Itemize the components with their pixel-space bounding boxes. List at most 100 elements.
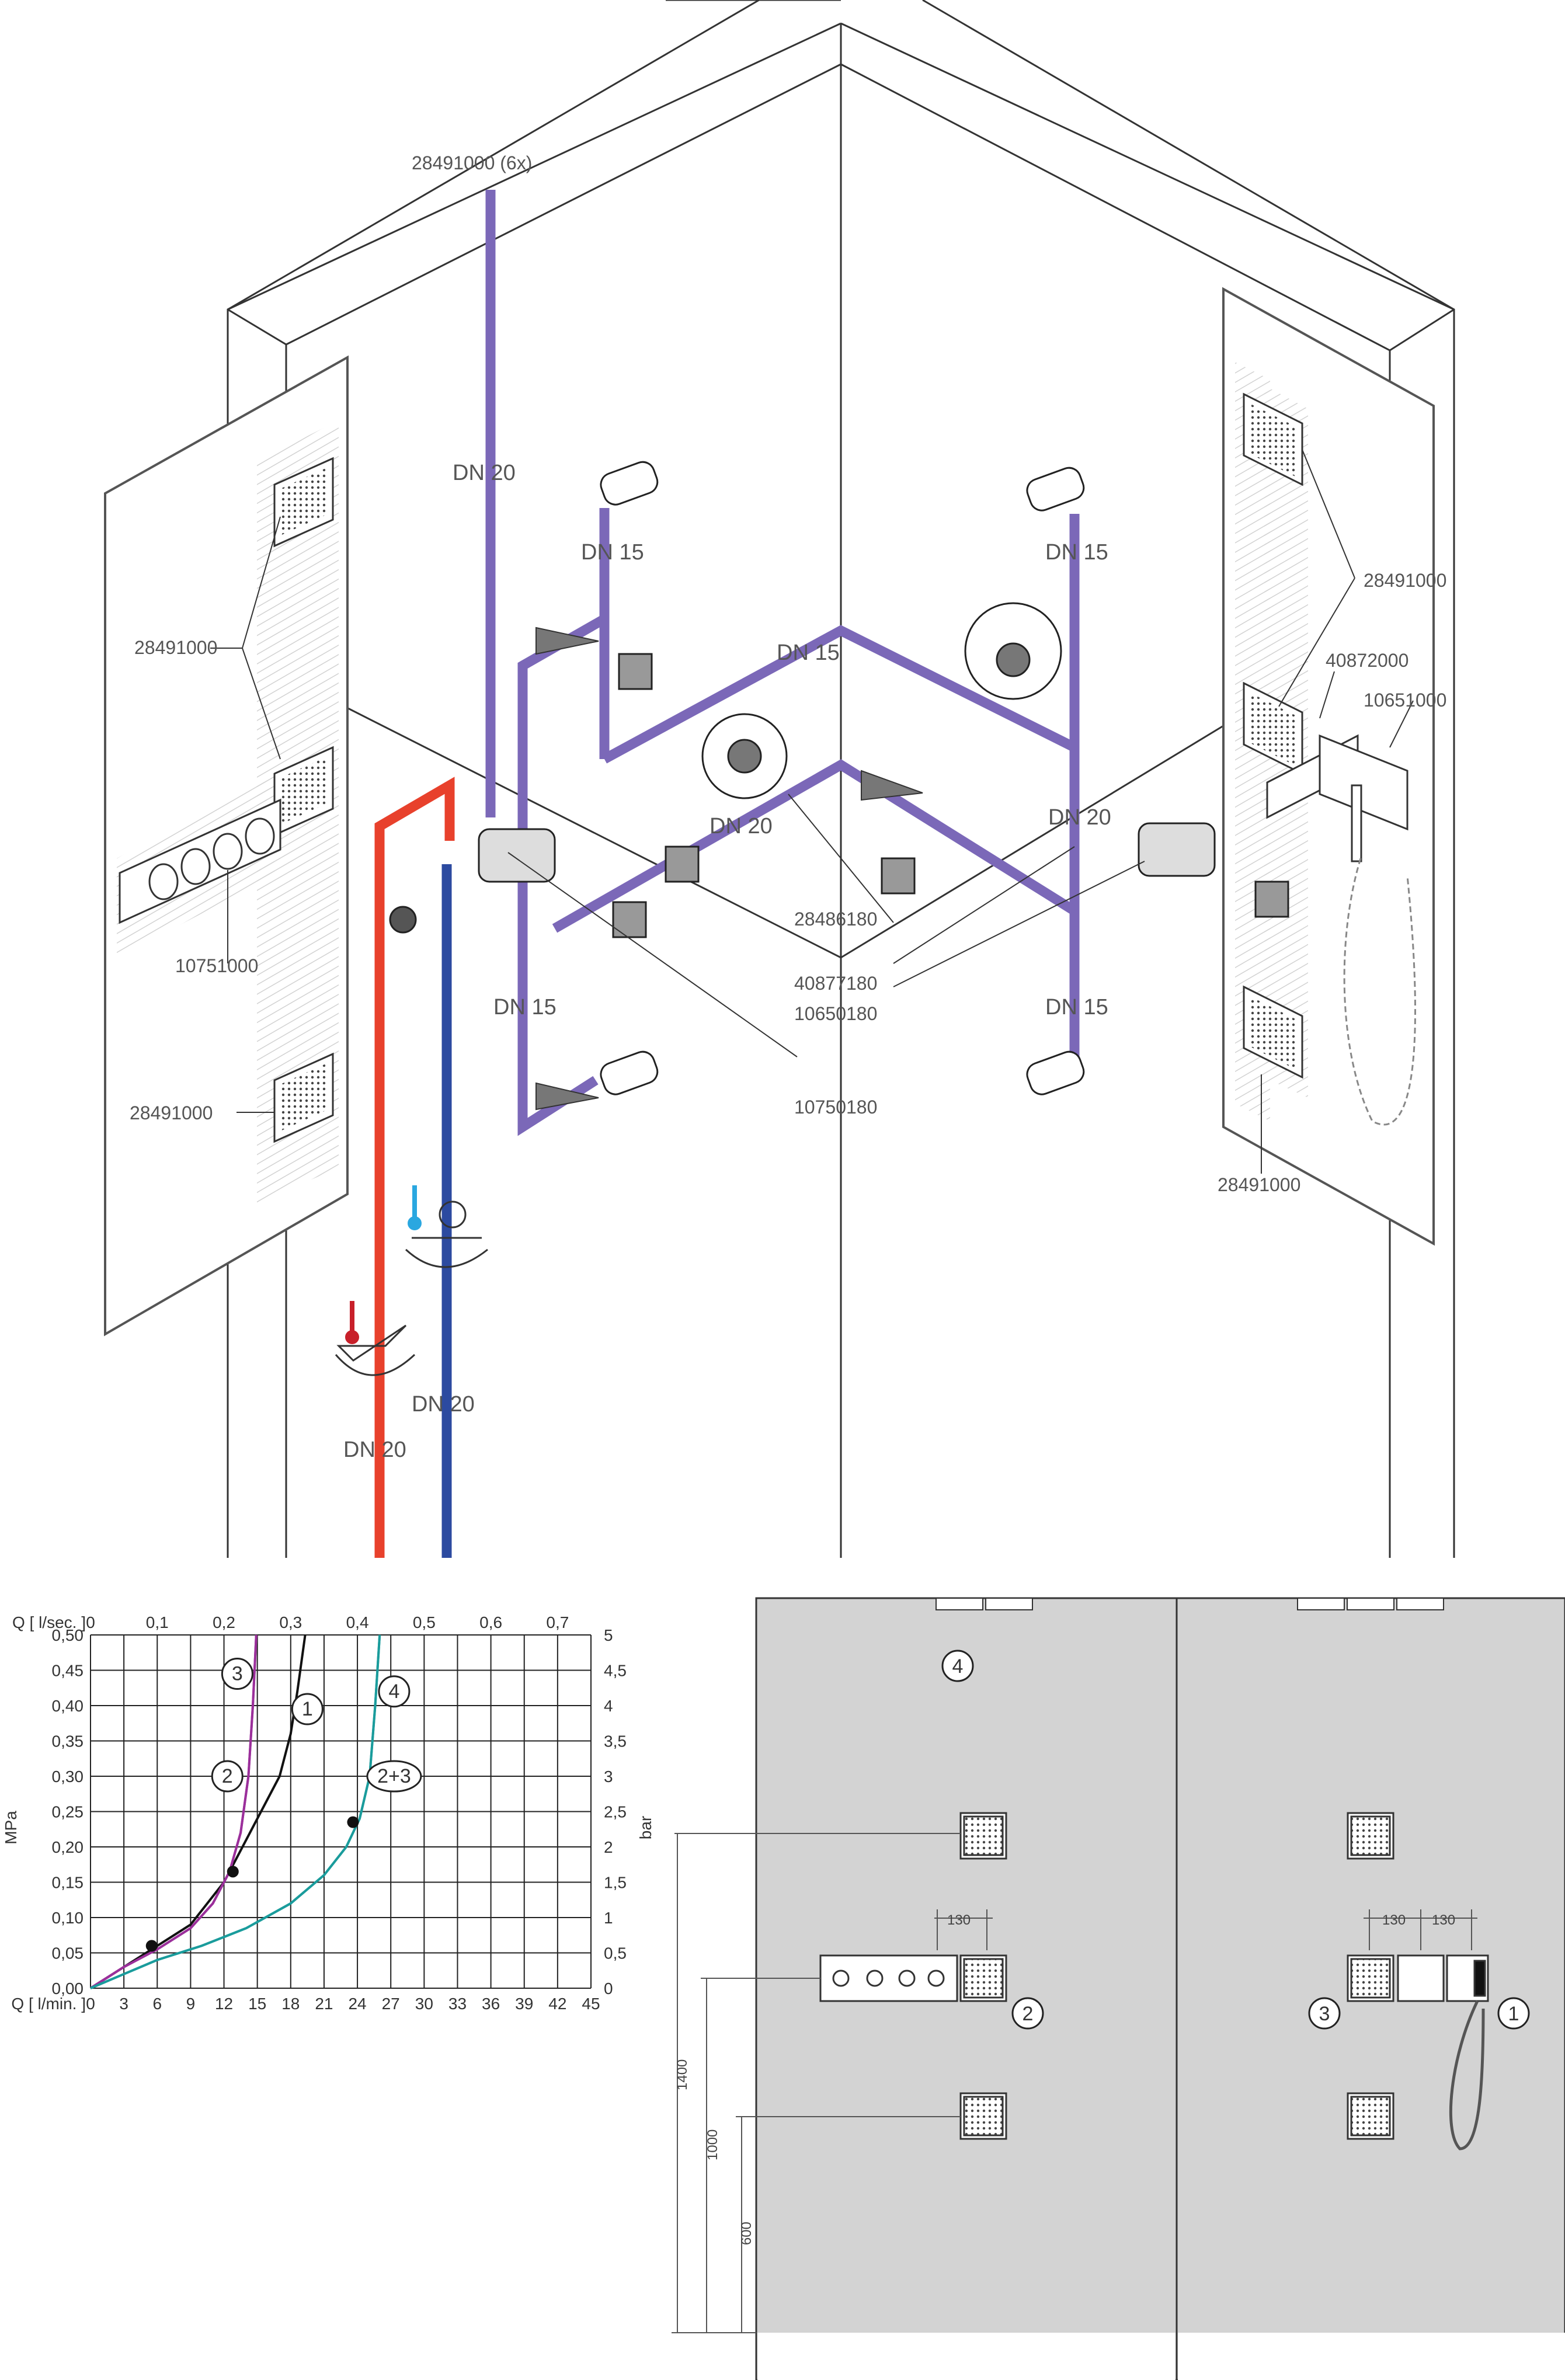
part-label-right-control: 10651000 [1364,690,1446,711]
x-bottom-tick-label: 0 [86,1995,95,2013]
dn-label-top: DN 20 [453,461,516,485]
y-right-tick-label: 1 [604,1909,613,1927]
part-label-shower-6x: 28491000 (6x) [412,152,532,173]
right-shower-top [1243,392,1303,486]
plan-callout-4: 4 [952,1655,964,1678]
y-left-tick-label: 0,15 [52,1874,84,1892]
part-label-left-bottom: 28491000 [130,1102,213,1123]
y-left-tick-label: 0,45 [52,1662,84,1680]
dim-130-b: 130 [1432,1912,1455,1928]
x-bottom-tick-label: 33 [448,1995,467,2013]
x-bottom-tick-label: 21 [315,1995,333,2013]
dn-label-hot: DN 20 [343,1438,406,1462]
curve-label-oval [378,1675,411,1708]
y-right-tick-label: 3,5 [604,1732,627,1751]
arrow-markers [535,627,923,1111]
curve-label: 3 [232,1663,243,1685]
curve-label: 2 [222,1765,233,1787]
y-left-axis-title: MPa [2,1811,20,1845]
curve-label: 4 [388,1680,399,1703]
dn-label-right-20: DN 20 [1048,805,1111,830]
part-label-control-left: 10751000 [175,955,258,976]
curve-label-oval [291,1693,324,1725]
plan-callout-1: 1 [1508,2003,1519,2025]
y-left-tick-label: 0,05 [52,1944,84,1963]
dn-label-right-bottom: DN 15 [1045,995,1108,1019]
part-label-valve-a: 28486180 [794,909,877,930]
y-left-tick-label: 0,20 [52,1838,84,1856]
curve-label-oval [366,1760,422,1793]
x-bottom-tick-label: 27 [382,1995,400,2013]
part-label-valve-d: 10750180 [794,1097,877,1118]
dim-600: 600 [739,2222,754,2245]
x-bottom-tick-label: 36 [482,1995,500,2013]
y-left-tick-label: 0,50 [52,1626,84,1644]
distribution-pipes [485,190,1080,1136]
x-top-tick-label: 0,3 [279,1613,302,1631]
x-top-tick-label: 0,4 [346,1613,369,1631]
x-bottom-tick-label: 30 [415,1995,433,2013]
left-shower-top [273,457,334,548]
left-shower-mid [273,746,334,837]
x-bottom-tick-label: 45 [582,1995,600,2013]
x-bottom-tick-label: 18 [281,1995,300,2013]
plan-dimensions [672,1833,1477,2333]
series-line-3 [89,1634,258,1989]
x-top-tick-label: 0,1 [146,1613,169,1631]
plan-control-left [819,1954,958,2002]
x-top-axis-title: Q [ l/sec. ] [12,1613,86,1631]
x-top-tick-label: 0,2 [213,1613,235,1631]
plan-callout-3: 3 [1319,2003,1330,2025]
plan-right-fixtures [1397,1954,1489,2151]
y-right-tick-label: 3 [604,1767,613,1786]
pipe-fittings [389,461,1289,1095]
dn-label-center-20: DN 20 [710,814,773,838]
hot-pipe [374,777,455,1558]
layout-plan: 1400 1000 600 130 130 130 4 2 3 1 [672,1597,1565,2380]
y-left-tick-label: 0,00 [52,1979,84,1998]
x-bottom-tick-label: 3 [119,1995,128,2013]
curve-label-oval [221,1658,253,1690]
thermo-icons [335,1185,488,1376]
x-bottom-tick-label: 39 [515,1995,533,2013]
y-left-tick-label: 0,30 [52,1767,84,1786]
y-left-tick-label: 0,35 [52,1732,84,1751]
right-shelf-and-control [1266,734,1416,1126]
x-bottom-tick-label: 24 [348,1995,366,2013]
y-left-tick-label: 0,40 [52,1697,84,1715]
curve-label: 2+3 [377,1765,411,1787]
x-top-tick-label: 0,7 [546,1613,569,1631]
dn-label-left-top: DN 15 [581,540,644,565]
dim-130-a: 130 [1382,1912,1406,1928]
plan-callout-2: 2 [1023,2003,1034,2025]
right-shower-mid [1243,681,1303,775]
data-marker [145,1940,158,1952]
y-right-tick-label: 2 [604,1838,613,1856]
leader-lines [210,449,1414,1558]
x-top-tick-label: 0,5 [413,1613,436,1631]
y-right-tick-label: 0 [604,1979,613,1998]
data-marker [227,1866,239,1878]
left-control-panel [119,798,281,924]
part-label-right-bottom: 28491000 [1218,1174,1300,1195]
dn-label-right-top: DN 15 [1045,540,1108,565]
curve-label: 1 [302,1698,313,1720]
x-bottom-tick-label: 12 [215,1995,233,2013]
dim-130-left: 130 [947,1912,971,1928]
part-label-right-top: 28491000 [1364,570,1446,591]
y-right-axis-title: bar [637,1816,655,1839]
y-right-tick-label: 0,5 [604,1944,627,1963]
right-shower-bottom [1243,985,1303,1079]
x-bottom-tick-label: 9 [186,1995,196,2013]
curve-label-oval [211,1760,244,1793]
y-right-tick-label: 4 [604,1697,613,1715]
x-bottom-tick-label: 42 [548,1995,566,2013]
part-label-valve-b: 40877180 [794,973,877,994]
x-top-tick-label: 0,6 [479,1613,502,1631]
dn-label-cold: DN 20 [412,1392,475,1417]
y-right-tick-label: 4,5 [604,1662,627,1680]
y-right-tick-label: 5 [604,1626,613,1644]
part-label-left-top: 28491000 [134,637,217,658]
y-left-tick-label: 0,25 [52,1803,84,1821]
